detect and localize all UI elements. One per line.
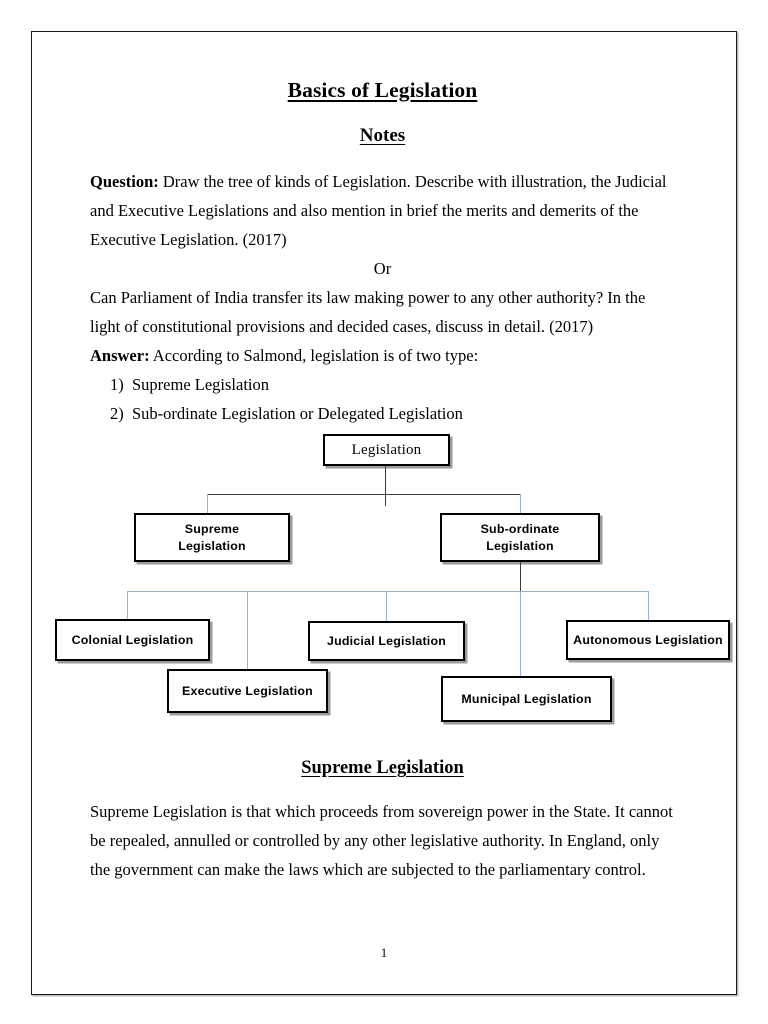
page-number: 1 xyxy=(380,946,388,960)
answer-paragraph: Answer: According to Salmond, legislatio… xyxy=(90,341,675,370)
list-item-label: Sub-ordinate Legislation or Delegated Le… xyxy=(132,404,463,423)
page-border xyxy=(31,31,737,995)
list-item: 2) Sub-ordinate Legislation or Delegated … xyxy=(90,399,675,428)
or-separator: Or xyxy=(373,259,392,278)
question-paragraph: Question: Draw the tree of kinds of Legi… xyxy=(90,167,675,254)
page-subtitle: Notes xyxy=(359,125,406,146)
legislation-type-list: 1) Supreme Legislation 2) Sub-ordinate Leg… xyxy=(90,370,675,428)
answer-label: Answer: xyxy=(90,346,150,365)
answer-body: According to Salmond, legislation is of … xyxy=(149,346,479,365)
list-item-number: 1) xyxy=(110,375,124,394)
document-content: Basics of Legislation Notes Question: Dr… xyxy=(90,78,675,428)
list-item-label: Supreme Legislation xyxy=(132,375,270,394)
question-alternate: Can Parliament of India transfer its law… xyxy=(90,288,646,336)
question-body: Draw the tree of kinds of Legislation. D… xyxy=(90,172,667,249)
supreme-legislation-section: Supreme Legislation Supreme Legislation … xyxy=(90,758,675,884)
list-item-number: 2) xyxy=(110,404,124,423)
question-label: Question: xyxy=(90,172,159,191)
section-paragraph: Supreme Legislation is that which procee… xyxy=(90,802,673,879)
page-title: Basics of Legislation xyxy=(287,78,478,102)
section-heading: Supreme Legislation xyxy=(301,758,464,778)
list-item: 1) Supreme Legislation xyxy=(90,370,675,399)
